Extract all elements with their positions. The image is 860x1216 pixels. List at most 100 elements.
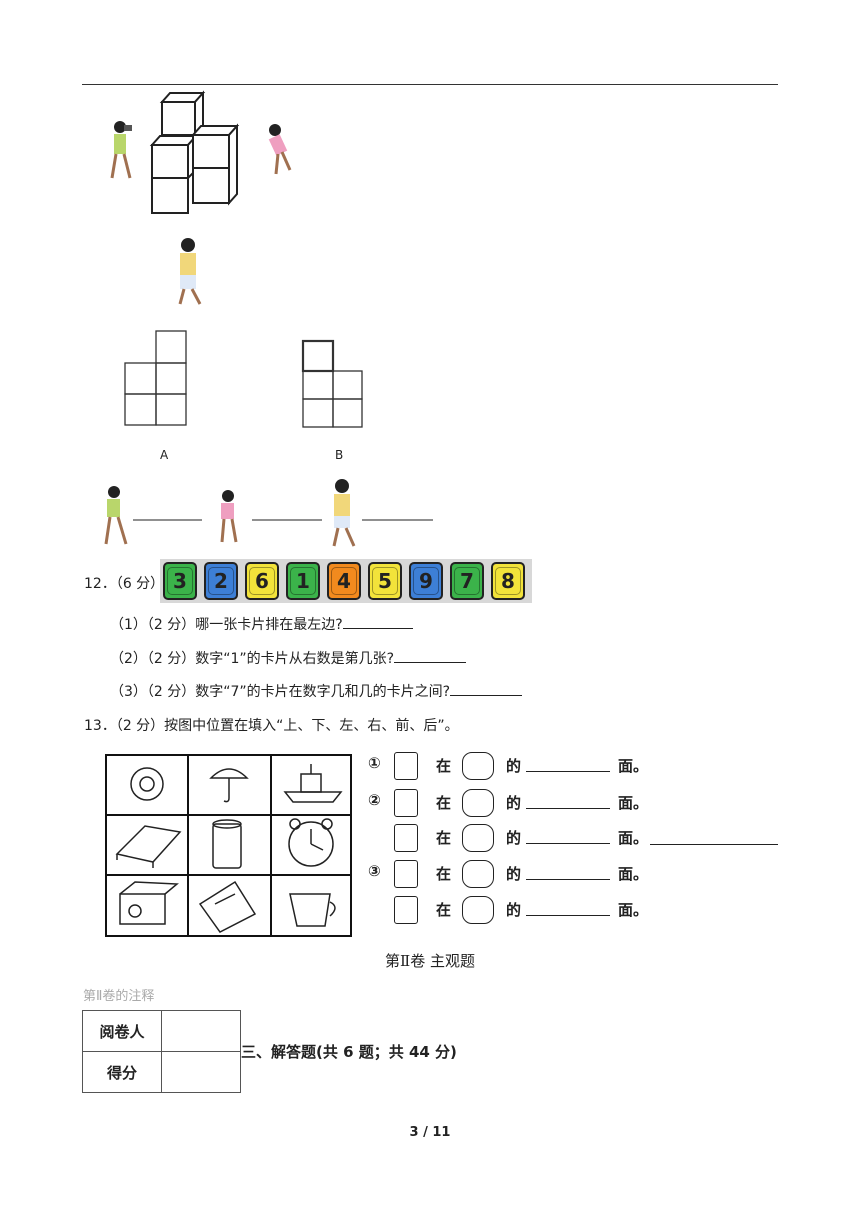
child-left-small: [104, 486, 128, 545]
number-card-digit: 6: [249, 567, 275, 595]
q12-sub1-text: （1）（2 分）哪一张卡片排在最左边?: [110, 617, 343, 633]
number-card-digit: 2: [208, 567, 234, 595]
q13-de: 的: [506, 794, 522, 812]
q13-blank[interactable]: [526, 826, 610, 844]
score-table: 阅卷人 得分: [82, 1010, 241, 1093]
cube-stack-figure: [110, 90, 292, 305]
q13-mian: 面。: [618, 757, 649, 775]
q13-row: ③ 在 的 面。: [366, 860, 786, 888]
q13-de: 的: [506, 865, 522, 883]
section2-title: 第Ⅱ卷 主观题: [385, 952, 475, 970]
option-a-label: A: [160, 448, 169, 462]
number-card-digit: 9: [413, 567, 439, 595]
pitcher-icon: [289, 893, 336, 927]
q12-sub2-text: （2）（2 分）数字“1”的卡片从右数是第几张?: [110, 651, 395, 667]
q13-blank[interactable]: [526, 898, 610, 916]
umbrella-icon: [209, 768, 249, 803]
q12-sub3: （3）（2 分）数字“7”的卡片在数字几和几的卡片之间?: [110, 681, 523, 701]
number-card-digit: 7: [454, 567, 480, 595]
q13-mian: 面。: [618, 794, 649, 812]
number-card-digit: 4: [331, 567, 357, 595]
q12-sub3-text: （3）（2 分）数字“7”的卡片在数字几和几的卡片之间?: [110, 684, 451, 700]
q13-mian: 面。: [618, 901, 649, 919]
q13-zai: 在: [436, 829, 452, 847]
reference-object-icon: [462, 752, 494, 780]
number-card: 6: [245, 562, 279, 600]
object-icon: [394, 824, 418, 852]
calculator-icon: [198, 880, 257, 933]
number-card-digit: 5: [372, 567, 398, 595]
q13-blank[interactable]: [526, 862, 610, 880]
child-right-small: [332, 479, 356, 547]
section2-note: 第Ⅱ卷的注释: [83, 989, 155, 1004]
q12-number: 12．（6 分）: [84, 576, 165, 592]
q13-de: 的: [506, 757, 522, 775]
page-number: 3 / 11: [409, 1125, 451, 1140]
reviewer-cell[interactable]: [161, 1010, 241, 1052]
q13-row-marker: ②: [368, 791, 381, 809]
q12-sub3-blank[interactable]: [450, 681, 523, 696]
view-option-a: [124, 330, 187, 426]
cubes: [149, 90, 240, 214]
object-icon: [394, 752, 418, 780]
q13-row: ① 在 的 面。: [366, 752, 786, 780]
number-card: 8: [491, 562, 525, 600]
number-card: 1: [286, 562, 320, 600]
reference-object-icon: [462, 824, 494, 852]
q13-row: 在 的 面。: [366, 824, 786, 852]
child-left-illustration: [110, 121, 132, 179]
ship-icon: [283, 764, 343, 803]
q13-zai: 在: [436, 794, 452, 812]
object-icon: [394, 860, 418, 888]
position-grid: [105, 754, 352, 937]
child-right-illustration: [268, 124, 292, 175]
header-rule: [82, 84, 778, 85]
q13-row-marker: ③: [368, 862, 381, 880]
reviewer-label: 阅卷人: [82, 1010, 162, 1052]
child-middle-small: [220, 490, 238, 543]
q12-sub2-blank[interactable]: [394, 648, 467, 663]
q12-sub1-blank[interactable]: [342, 614, 413, 629]
q13-mian: 面。: [618, 829, 649, 847]
flower-icon: [130, 767, 164, 801]
q13-mian: 面。: [618, 865, 649, 883]
book-icon: [115, 825, 182, 868]
view-option-b: [301, 339, 363, 428]
q13-row: ② 在 的 面。: [366, 789, 786, 817]
q12-sub2: （2）（2 分）数字“1”的卡片从右数是第几张?: [110, 648, 467, 668]
number-card: 2: [204, 562, 238, 600]
number-card: 5: [368, 562, 402, 600]
number-card: 4: [327, 562, 361, 600]
object-icon: [394, 896, 418, 924]
reference-object-icon: [462, 896, 494, 924]
number-card: 3: [163, 562, 197, 600]
section3-heading: 三、解答题(共 6 题；共 44 分): [241, 1043, 457, 1061]
number-card-digit: 8: [495, 567, 521, 595]
q13-prompt: 13．（2 分）按图中位置在填入“上、下、左、右、前、后”。: [84, 718, 459, 734]
q13-zai: 在: [436, 901, 452, 919]
q12-sub1: （1）（2 分）哪一张卡片排在最左边?: [110, 614, 413, 634]
alarm-clock-icon: [288, 818, 334, 867]
q13-de: 的: [506, 829, 522, 847]
q13-zai: 在: [436, 757, 452, 775]
q13-row-marker: ①: [368, 754, 381, 772]
children-answer-row: [104, 479, 433, 547]
q13-row: 在 的 面。: [366, 896, 786, 924]
reference-object-icon: [462, 789, 494, 817]
q13-zai: 在: [436, 865, 452, 883]
q13-de: 的: [506, 901, 522, 919]
score-cell[interactable]: [161, 1051, 241, 1093]
option-b-label: B: [335, 448, 344, 462]
object-icon: [394, 789, 418, 817]
number-card: 7: [450, 562, 484, 600]
q13-blank[interactable]: [526, 791, 610, 809]
score-label: 得分: [82, 1051, 162, 1093]
number-card: 9: [409, 562, 443, 600]
pencil-sharpener-icon: [119, 881, 179, 925]
child-front-illustration: [178, 238, 202, 305]
q13-blank[interactable]: [526, 754, 610, 772]
reference-object-icon: [462, 860, 494, 888]
number-card-digit: 1: [290, 567, 316, 595]
number-card-digit: 3: [167, 567, 193, 595]
q13-extra-blank[interactable]: [650, 844, 778, 845]
